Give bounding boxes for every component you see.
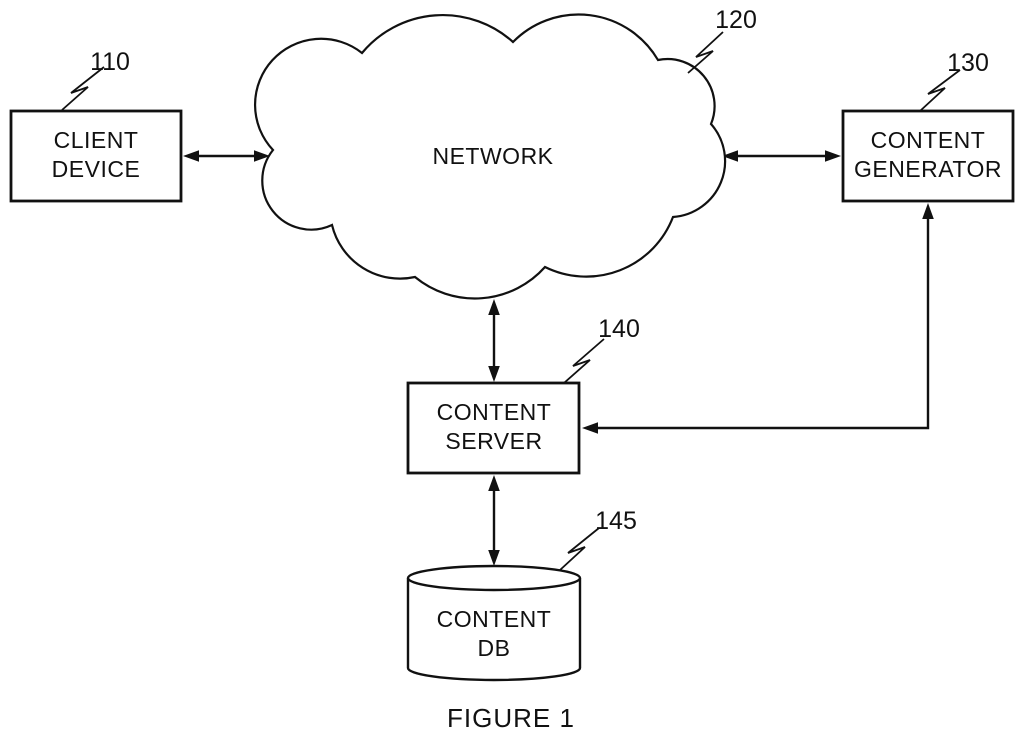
content-server-node: CONTENT SERVER: [406, 381, 581, 475]
client-device-box: [9, 109, 183, 203]
ref-140-label: 140: [598, 315, 640, 343]
network-cloud-shape: [254, 13, 727, 300]
server-generator-arrow: [582, 203, 934, 434]
content-generator-node: CONTENT GENERATOR: [841, 109, 1015, 203]
ref-145: 145: [559, 507, 637, 571]
ref-120: 120: [687, 6, 757, 74]
ref-140: 140: [563, 315, 640, 384]
content-server-label-line2: SERVER: [445, 428, 542, 454]
ref-130-leader: [919, 69, 961, 112]
content-db-cylinder: [406, 578, 582, 682]
client-device-label-line1: CLIENT: [54, 127, 139, 153]
figure-caption: FIGURE 1: [447, 703, 575, 733]
content-generator-label-line2: GENERATOR: [854, 156, 1002, 182]
ref-130-label: 130: [947, 49, 989, 77]
network-server-arrow: [488, 299, 500, 382]
ref-110-leader: [61, 66, 105, 111]
network-label: NETWORK: [432, 143, 553, 169]
ref-110: 110: [61, 48, 130, 111]
ref-120-label: 120: [715, 6, 757, 34]
content-generator-label-line1: CONTENT: [871, 127, 986, 153]
network-cloud-node: NETWORK: [254, 13, 727, 300]
ref-145-leader: [559, 527, 600, 571]
server-db-arrow: [488, 475, 500, 566]
ref-145-label: 145: [595, 507, 637, 535]
ref-120-leader: [687, 31, 724, 74]
ref-110-label: 110: [90, 48, 130, 76]
network-generator-arrow: [722, 150, 841, 162]
content-generator-box: [841, 109, 1015, 203]
content-server-box: [406, 381, 581, 475]
content-db-node: CONTENT DB: [406, 564, 582, 682]
content-server-label-line1: CONTENT: [437, 399, 552, 425]
ref-130: 130: [919, 49, 989, 112]
ref-140-leader: [563, 338, 605, 384]
content-db-cylinder-top: [406, 564, 582, 592]
client-device-label-line2: DEVICE: [52, 156, 141, 182]
client-network-arrow: [183, 150, 270, 162]
content-db-label-line1: CONTENT: [437, 606, 552, 632]
content-db-label-line2: DB: [478, 635, 511, 661]
client-device-node: CLIENT DEVICE: [9, 109, 183, 203]
